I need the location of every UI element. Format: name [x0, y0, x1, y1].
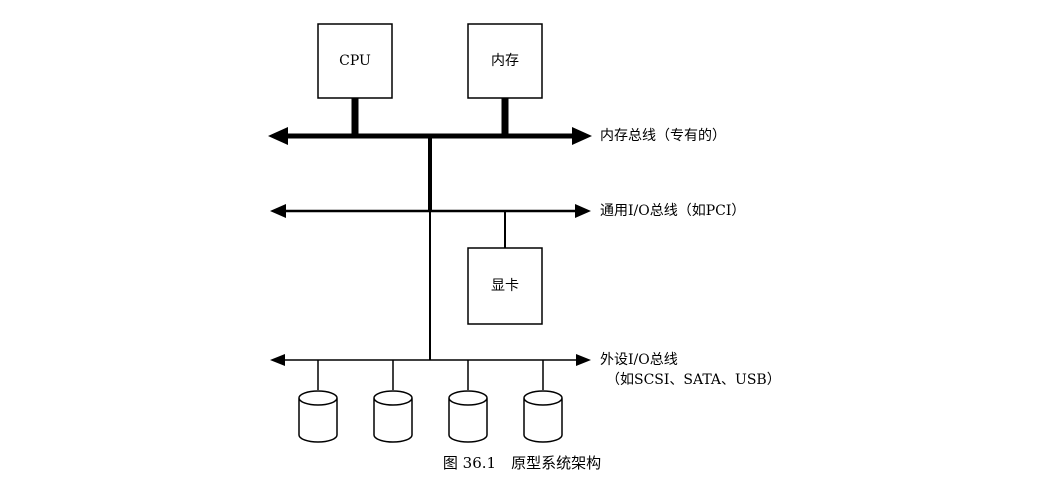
disk-drive — [448, 360, 488, 443]
memory-bus-right-arrow — [572, 127, 592, 145]
peripheral-io-bus-label-line1: 外设I/O总线 — [600, 352, 678, 368]
graphics-label: 显卡 — [491, 278, 519, 294]
general-io-bus-right-arrow — [575, 204, 591, 218]
disk-icon — [523, 390, 563, 443]
peripheral-io-bus-left-arrow — [270, 354, 285, 366]
peripheral-io-bus — [270, 354, 591, 366]
cpu-box — [317, 23, 393, 99]
disk-icon — [448, 390, 488, 443]
disk-icon — [298, 390, 338, 443]
disk-drive — [373, 360, 413, 443]
memory-bus-label: 内存总线（专有的） — [600, 128, 726, 144]
general-io-bus — [270, 204, 591, 218]
general-io-bus-left-arrow — [270, 204, 286, 218]
disk-drive — [523, 360, 563, 443]
memory-component: 内存 — [467, 23, 543, 99]
cpu-component: CPU — [317, 23, 393, 99]
cpu-label: CPU — [339, 53, 371, 69]
memory-bus-left-arrow — [268, 127, 288, 145]
memory-label: 内存 — [491, 53, 519, 69]
figure-caption: 图 36.1 原型系统架构 — [443, 454, 601, 472]
peripheral-io-bus-label-line2: （如SCSI、SATA、USB） — [606, 372, 781, 388]
disk-icon — [373, 390, 413, 443]
general-io-bus-label: 通用I/O总线（如PCI） — [600, 203, 745, 219]
memory-box — [467, 23, 543, 99]
peripheral-io-bus-right-arrow — [576, 354, 591, 366]
graphics-box — [467, 247, 543, 325]
disk-drive — [298, 360, 338, 443]
graphics-component: 显卡 — [467, 247, 543, 325]
